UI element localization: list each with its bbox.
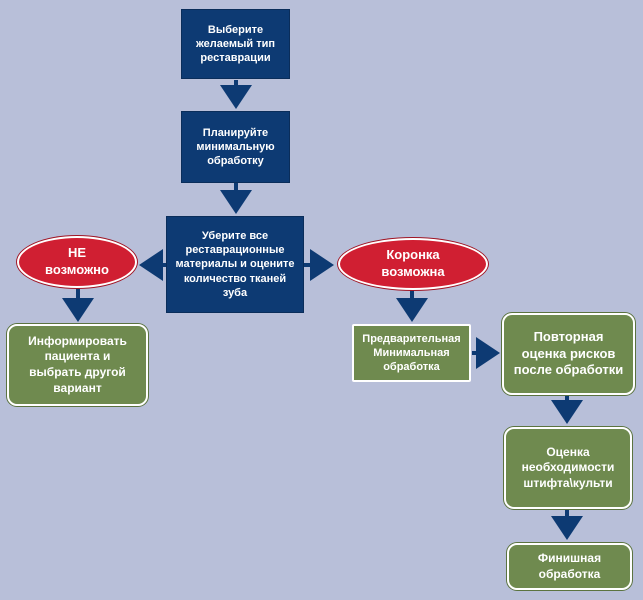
step-remove-materials-label: Уберите все реставрационные материалы и … [175, 229, 295, 299]
step-preliminary-minimal-preparation-label: Предварительная Минимальная обработка [362, 332, 461, 374]
step-plan-minimal-preparation-label: Планируйте минимальную обработку [196, 126, 275, 168]
decision-crown-possible: Коронка возможна [338, 238, 488, 290]
step-assess-post-core: Оценка необходимости штифта\культи [504, 427, 632, 509]
step-inform-patient: Информировать пациента и выбрать другой … [7, 324, 148, 406]
decision-not-possible-label: НЕ возможно [45, 245, 109, 277]
decision-crown-possible-label: Коронка возможна [381, 247, 445, 279]
step-inform-patient-label: Информировать пациента и выбрать другой … [28, 333, 127, 395]
step-final-processing: Финишная обработка [507, 543, 632, 590]
step-reassess-risks-label: Повторная оценка рисков после обработки [513, 328, 624, 378]
step-choose-restoration-type: Выберите желаемый тип реставрации [181, 9, 290, 79]
decision-not-possible: НЕ возможно [17, 236, 137, 288]
step-preliminary-minimal-preparation: Предварительная Минимальная обработка [352, 324, 471, 382]
step-plan-minimal-preparation: Планируйте минимальную обработку [181, 111, 290, 183]
step-remove-materials: Уберите все реставрационные материалы и … [166, 216, 304, 313]
step-choose-restoration-type-label: Выберите желаемый тип реставрации [196, 23, 275, 65]
step-assess-post-core-label: Оценка необходимости штифта\культи [521, 444, 615, 490]
step-final-processing-label: Финишная обработка [537, 550, 602, 581]
step-reassess-risks: Повторная оценка рисков после обработки [502, 313, 635, 395]
